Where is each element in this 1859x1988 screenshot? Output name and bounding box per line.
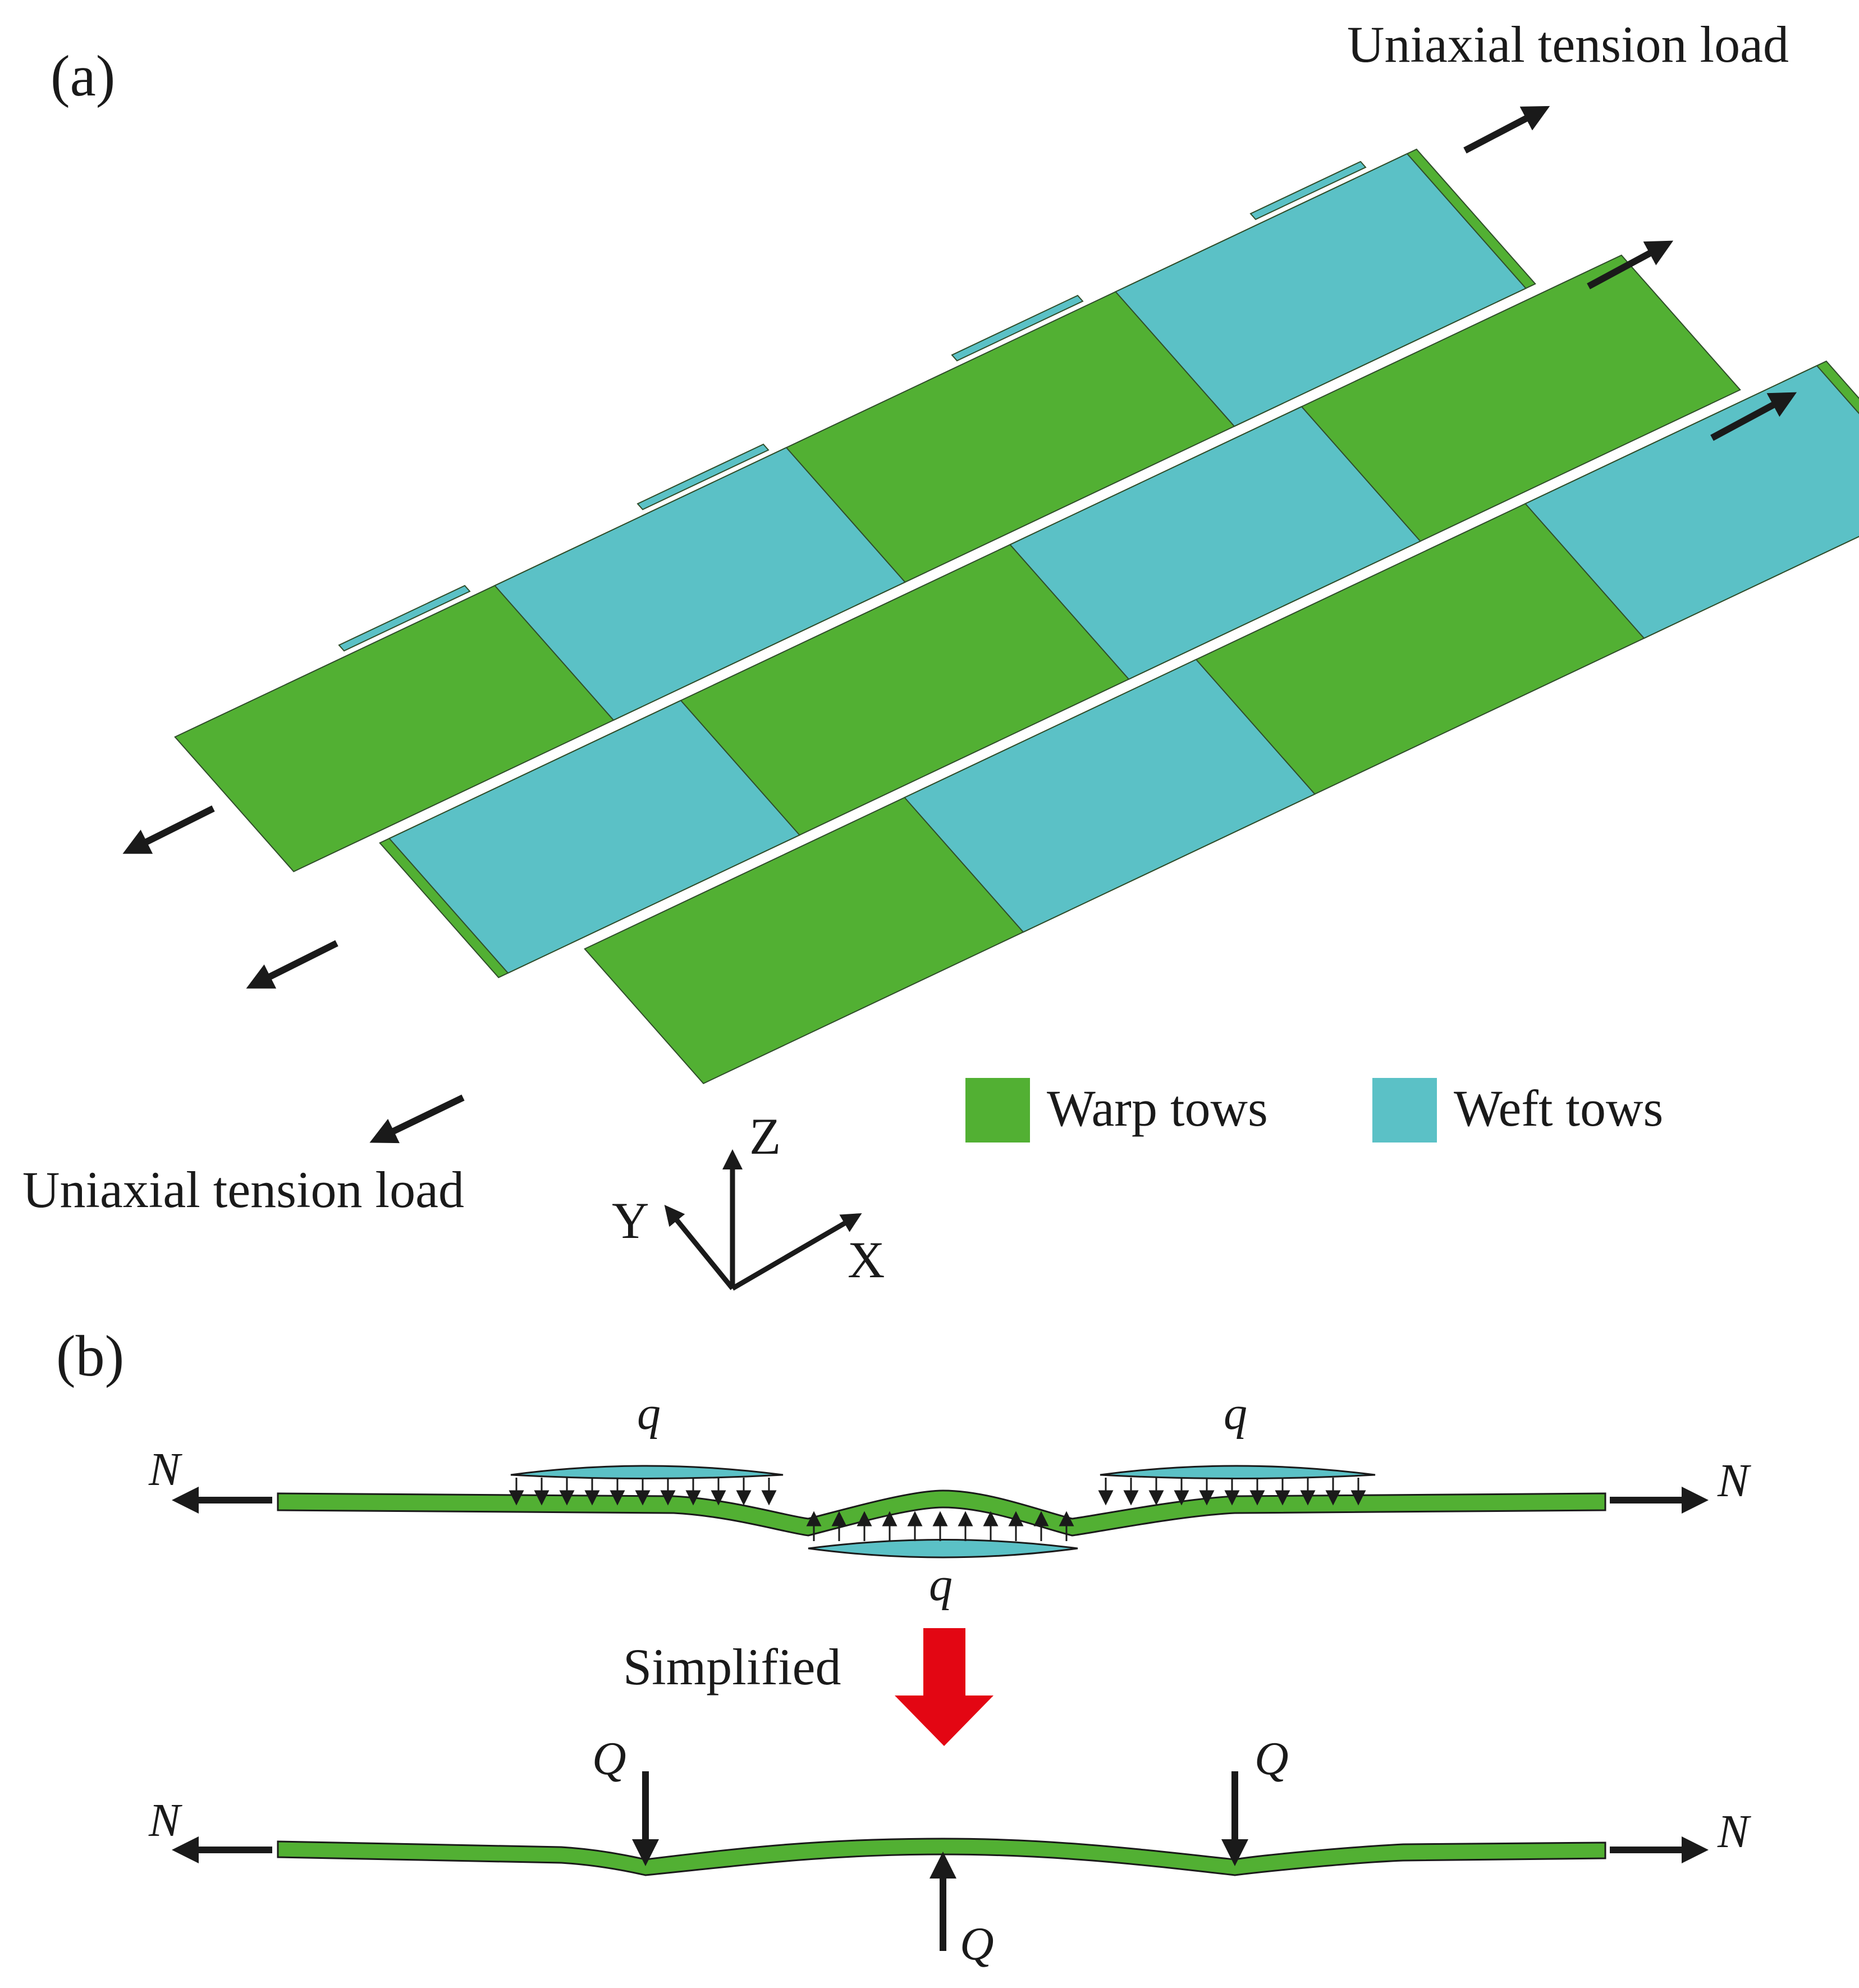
legend-weft-swatch <box>1372 1078 1437 1142</box>
point-load-label-right: Q <box>1254 1733 1289 1785</box>
axial-force-label-left-bottom: N <box>148 1794 182 1847</box>
weft-tow <box>1009 406 1422 680</box>
load-arrow-bottom-2 <box>246 940 338 989</box>
weft-tow-edge <box>637 444 770 510</box>
simplified-label: Simplified <box>623 1638 841 1695</box>
legend-warp-swatch <box>965 1078 1030 1142</box>
axis-y-line <box>664 1205 735 1290</box>
panel-a-label: (a) <box>51 44 115 108</box>
load-arrow-top-2 <box>1587 240 1674 290</box>
load-arrows-bottom <box>122 805 465 1144</box>
axial-force-label-right-bottom: N <box>1717 1806 1751 1858</box>
axis-y-label: Y <box>612 1192 649 1249</box>
warp-tow-loaded <box>277 1489 1606 1537</box>
weft-lens-middle <box>808 1539 1078 1559</box>
load-arrow-bottom-3 <box>369 1094 465 1144</box>
legend-weft-label: Weft tows <box>1454 1080 1663 1137</box>
load-arrow-top-1 <box>1463 106 1550 154</box>
distributed-load-label-middle: q <box>929 1559 953 1611</box>
weft-lens-left <box>510 1465 784 1479</box>
simplified-arrow <box>895 1628 993 1746</box>
load-arrow-top-3 <box>1710 392 1797 441</box>
weft-tow-edge <box>951 295 1084 362</box>
axis-x-line <box>731 1213 862 1291</box>
weft-tow <box>1114 153 1527 427</box>
crimped-tow-simplified <box>277 1838 1606 1876</box>
distributed-load-label-left: q <box>637 1387 661 1439</box>
point-load-label-middle: Q <box>960 1918 994 1970</box>
legend-warp-label: Warp tows <box>1047 1080 1268 1137</box>
weft-tow <box>903 659 1316 933</box>
load-label-bottom: Uniaxial tension load <box>22 1161 464 1218</box>
weft-tow <box>388 700 801 974</box>
axial-force-label-left-top: N <box>148 1443 182 1496</box>
weft-lens-right <box>1100 1465 1376 1479</box>
distributed-load-arrows <box>509 1478 1366 1541</box>
load-arrow-bottom-1 <box>122 805 215 854</box>
legend: Warp tows Weft tows <box>965 1078 1663 1142</box>
weft-tow-edge <box>338 584 471 652</box>
axis-z-label: Z <box>749 1108 781 1165</box>
weft-tow <box>1524 365 1859 639</box>
weft-tow-edge <box>1249 161 1367 220</box>
woven-fabric <box>174 148 1859 1085</box>
coordinate-axes <box>664 1149 862 1291</box>
crimped-tow-loaded <box>277 1465 1606 1559</box>
axis-x-label: X <box>848 1231 885 1288</box>
panel-b-label: (b) <box>56 1324 124 1388</box>
point-load-label-left: Q <box>592 1733 626 1785</box>
load-arrows-top <box>1463 106 1797 441</box>
load-label-top: Uniaxial tension load <box>1347 16 1789 73</box>
distributed-load-label-right: q <box>1224 1387 1247 1439</box>
weft-tow <box>493 446 906 721</box>
axial-force-label-right-top: N <box>1717 1455 1751 1507</box>
warp-tow-simplified <box>277 1838 1606 1876</box>
